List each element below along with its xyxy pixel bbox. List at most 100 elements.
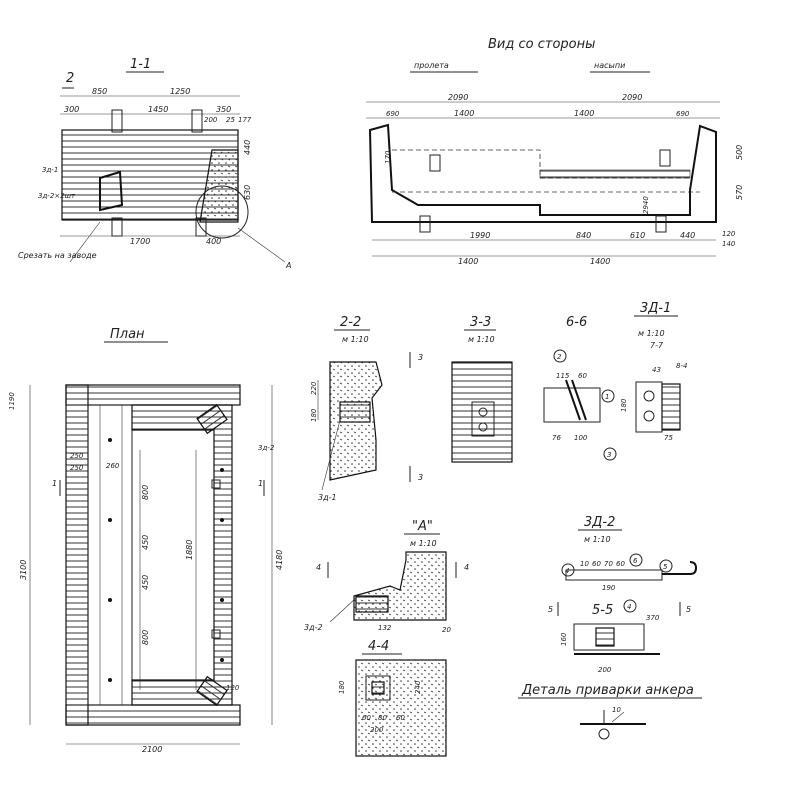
dim-1450: 1450	[148, 105, 168, 114]
dim-840: 840	[576, 231, 591, 240]
dim-8-4: 8-4	[676, 362, 687, 370]
dim-70: 70	[604, 560, 613, 568]
circle-5: 5	[663, 563, 668, 571]
scale-3-3: м 1:10	[468, 335, 495, 344]
cut-mark-2: 2	[66, 71, 74, 86]
plan-left-beam	[65, 384, 89, 726]
dim-370: 370	[646, 614, 660, 622]
dim-690-right: 690	[676, 110, 690, 118]
cut-1-right: 1	[258, 479, 263, 488]
title-side-view: Вид со стороны	[488, 37, 595, 52]
tag-3d1-2-2: 3д-1	[318, 493, 337, 502]
circle-4-5-5: 4	[627, 603, 631, 611]
dim-1400-d: 1400	[590, 257, 610, 266]
note-cut-at-factory: Срезать на заводе	[18, 251, 97, 260]
scale-callout-a: м 1:10	[410, 539, 437, 548]
anchor-weld-detail: Деталь приварки анкера 10	[518, 683, 702, 740]
dim-1250: 1250	[170, 87, 190, 96]
dim-2940: 2940	[642, 196, 650, 214]
dim-800-bottom: 800	[141, 630, 150, 645]
title-4-4: 4-4	[368, 639, 389, 654]
dim-2090-left: 2090	[448, 93, 468, 102]
dim-170: 170	[384, 150, 392, 164]
dim-500: 500	[735, 145, 744, 160]
dim-190: 190	[602, 584, 616, 592]
circle-6: 6	[633, 557, 638, 565]
section-3-3-body	[451, 361, 513, 463]
circle-3: 3	[607, 451, 611, 459]
dim-180-4-4: 180	[338, 680, 346, 694]
dim-132: 132	[378, 624, 392, 632]
dim-800-top: 800	[141, 485, 150, 500]
block-side-outline	[368, 123, 717, 223]
dim-115: 115	[556, 372, 570, 380]
title-6-6: 6-6	[566, 315, 587, 330]
dim-1990: 1990	[470, 231, 490, 240]
tag-3d2: 3д-2×2шт	[38, 192, 76, 200]
dim-610: 610	[630, 231, 645, 240]
dim-1400-b: 1400	[574, 109, 594, 118]
cut-3-top: 3	[418, 353, 423, 362]
dim-10: 10	[580, 560, 589, 568]
dim-250-b: 250	[70, 464, 84, 472]
plate-7-7	[635, 381, 663, 433]
title-plan: План	[110, 327, 145, 342]
dim-200-4-4: 200	[370, 726, 384, 734]
callout-a-ref: А	[285, 261, 291, 270]
dim-690-left: 690	[386, 110, 400, 118]
circle-2: 2	[557, 353, 562, 361]
dim-140: 140	[722, 240, 736, 248]
title-2-2: 2-2	[340, 315, 361, 330]
plan-frame	[131, 404, 233, 706]
dim-160: 160	[560, 632, 568, 646]
cut-5-left: 5	[548, 605, 553, 614]
label-embankment: насыпи	[594, 61, 625, 70]
scale-3d2: м 1:10	[584, 535, 611, 544]
dim-630: 630	[243, 185, 252, 200]
detail-3d1: 3Д-1 м 1:10 7-7 43 8-4 180 75	[620, 301, 687, 442]
dim-4180: 4180	[275, 550, 284, 570]
title-5-5: 5-5	[592, 603, 613, 618]
callout-a: "А" м 1:10 3д-2 132 20 4 4	[304, 519, 469, 634]
dim-240: 240	[414, 680, 422, 694]
section-1-1: 1-1 2 850 1250 300 1450 350 200 25 177 А…	[18, 57, 291, 270]
label-span: пролета	[414, 61, 449, 70]
dim-1190: 1190	[8, 392, 16, 410]
scale-2-2: м 1:10	[342, 335, 369, 344]
dim-450-b: 450	[141, 575, 150, 590]
side-view: Вид со стороны пролета насыпи 2090 2090 …	[366, 37, 744, 266]
dim-60-a: 60	[362, 714, 371, 722]
title-3-3: 3-3	[470, 315, 491, 330]
section-3-3: 3-3 м 1:10	[451, 315, 513, 463]
dim-260: 260	[106, 462, 120, 470]
dim-180: 180	[310, 408, 318, 422]
dim-570: 570	[735, 185, 744, 200]
dim-120: 120	[226, 684, 240, 692]
title-1-1: 1-1	[130, 57, 151, 72]
plan-top-beam	[65, 384, 241, 406]
section-5-5: 5-5 5 5 4 370 200 160	[548, 599, 691, 674]
title-anchor-weld: Деталь приварки анкера	[521, 683, 694, 698]
dim-1400-a: 1400	[454, 109, 474, 118]
dim-180-3d1: 180	[620, 398, 628, 412]
dim-80: 80	[378, 714, 387, 722]
cut-4-left: 4	[316, 563, 321, 572]
dim-177: 177	[238, 116, 252, 124]
plan-bottom-beam	[65, 704, 241, 726]
section-2-2: 2-2 м 1:10 220 180 3д-1 3 3	[310, 315, 423, 502]
title-callout-a: "А"	[412, 519, 433, 534]
section-4-4: 4-4 180 240 60 80 60 200	[338, 639, 447, 757]
dim-400: 400	[206, 237, 221, 246]
scale-3d1: м 1:10	[638, 329, 665, 338]
dim-120: 120	[722, 230, 736, 238]
section-4-4-body	[355, 659, 447, 757]
title-3d1: 3Д-1	[640, 301, 671, 316]
dim-1700: 1700	[130, 237, 150, 246]
dim-60-3d2-a: 60	[592, 560, 601, 568]
dim-1400-c: 1400	[458, 257, 478, 266]
dim-200-5-5: 200	[598, 666, 612, 674]
dim-2100: 2100	[142, 745, 162, 754]
dim-1880: 1880	[185, 540, 194, 560]
dim-25: 25	[226, 116, 235, 124]
